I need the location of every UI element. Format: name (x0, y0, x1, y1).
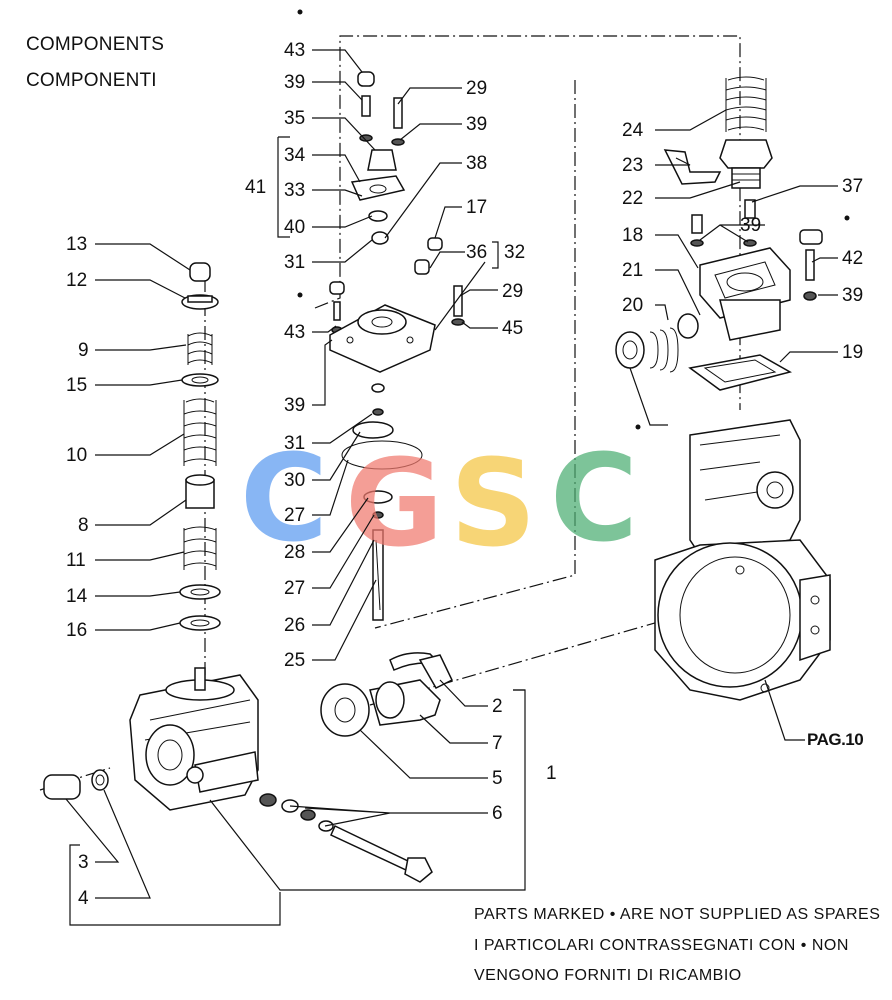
title-italian: COMPONENTI (26, 70, 157, 91)
bullet-marker (297, 292, 303, 298)
footnote-english: PARTS MARKED • ARE NOT SUPPLIED AS SPARE… (474, 906, 881, 923)
callout-13: 13 (66, 234, 87, 255)
callout-37: 37 (842, 176, 863, 197)
callout-39: 39 (740, 215, 761, 236)
title-english: COMPONENTS (26, 34, 165, 55)
callout-27: 27 (284, 578, 305, 599)
watermark-letter-c2: C (550, 430, 638, 569)
callout-25: 25 (284, 650, 305, 671)
callout-3: 3 (78, 852, 89, 873)
callout-39: 39 (284, 72, 305, 93)
callout-26: 26 (284, 615, 305, 636)
not-supplied-markers (297, 9, 850, 430)
callout-34: 34 (284, 145, 306, 166)
callout-38: 38 (466, 153, 487, 174)
assembly-line-right (374, 80, 576, 629)
bullet-marker (844, 215, 850, 221)
watermark: C G S C (240, 430, 638, 574)
pump-housing (654, 419, 831, 701)
plunger-spring-stack (179, 262, 221, 631)
governor-spring-assembly (615, 76, 823, 391)
callout-14: 14 (66, 586, 88, 607)
callout-9: 9 (78, 340, 89, 361)
callout-31: 31 (284, 433, 305, 454)
callout-45: 45 (502, 318, 523, 339)
callout-labels: 43 39 29 35 39 34 38 41 33 40 17 31 36 3… (66, 40, 863, 909)
callout-39: 39 (842, 285, 863, 306)
callout-2: 2 (492, 696, 503, 717)
pump-head-body (43, 652, 453, 883)
callout-17: 17 (466, 197, 487, 218)
callout-32: 32 (504, 242, 525, 263)
callout-39: 39 (284, 395, 305, 416)
callout-35: 35 (284, 108, 305, 129)
callout-36: 36 (466, 242, 487, 263)
bullet-marker (297, 9, 303, 15)
callout-6: 6 (492, 803, 503, 824)
watermark-letter-c1: C (240, 430, 328, 569)
assembly-line-top (314, 35, 741, 410)
callout-28: 28 (284, 542, 305, 563)
callout-4: 4 (78, 888, 89, 909)
control-lever-assembly (329, 71, 465, 621)
callout-30: 30 (284, 470, 305, 491)
callout-23: 23 (622, 155, 643, 176)
footnote-italian-line1: I PARTICOLARI CONTRASSEGNATI CON • NON (474, 937, 849, 954)
callout-39: 39 (466, 114, 487, 135)
callout-18: 18 (622, 225, 643, 246)
callout-27: 27 (284, 505, 305, 526)
callout-24: 24 (622, 120, 644, 141)
callout-43: 43 (284, 322, 305, 343)
callout-10: 10 (66, 445, 87, 466)
callout-43: 43 (284, 40, 305, 61)
watermark-letter-s: S (450, 435, 536, 574)
callout-20: 20 (622, 295, 643, 316)
callout-33: 33 (284, 180, 305, 201)
callout-7: 7 (492, 733, 503, 754)
callout-5: 5 (492, 768, 503, 789)
callout-19: 19 (842, 342, 863, 363)
callout-1: 1 (546, 763, 557, 784)
callout-41: 41 (245, 177, 266, 198)
callout-31: 31 (284, 252, 305, 273)
callout-16: 16 (66, 620, 87, 641)
callout-12: 12 (66, 270, 87, 291)
callout-40: 40 (284, 217, 305, 238)
footnote-italian-line2: VENGONO FORNITI DI RICAMBIO (474, 967, 742, 984)
callout-22: 22 (622, 188, 643, 209)
callout-15: 15 (66, 375, 87, 396)
callout-29: 29 (466, 78, 487, 99)
callout-42: 42 (842, 248, 863, 269)
callout-8: 8 (78, 515, 89, 536)
watermark-letter-g: G (345, 435, 444, 574)
callout-11: 11 (66, 550, 86, 571)
page-reference: PAG.10 (807, 730, 864, 749)
bullet-marker (635, 424, 641, 430)
callout-29: 29 (502, 281, 523, 302)
callout-21: 21 (622, 260, 643, 281)
